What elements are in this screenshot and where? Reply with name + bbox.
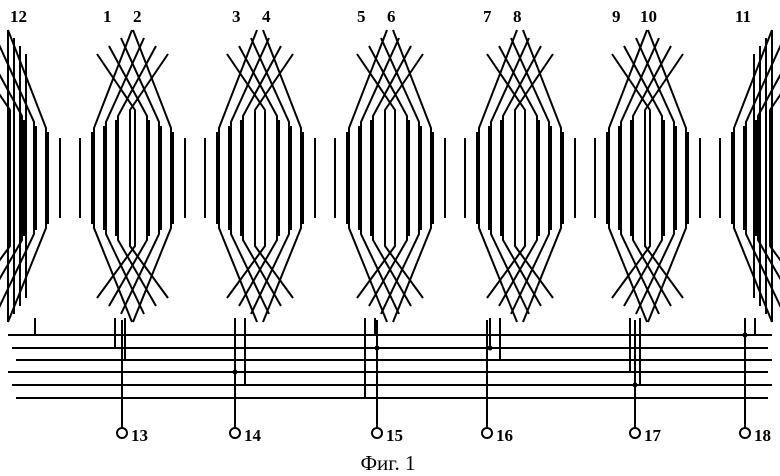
coil-turn: [226, 53, 424, 299]
coil-side: [550, 126, 620, 230]
terminal-ring: [371, 427, 383, 439]
coil-number-label: 10: [640, 7, 657, 26]
coil-side: [59, 138, 81, 218]
terminal-label: 18: [754, 426, 771, 445]
coil-turn: [623, 45, 780, 307]
figure-caption: Фиг. 1: [360, 451, 415, 475]
junction-dot: [487, 345, 493, 351]
coil-side: [687, 132, 733, 224]
coil-turn: [0, 45, 157, 307]
coil-number-label: 11: [735, 7, 751, 26]
coil-group: [226, 29, 424, 323]
coil-turn: [368, 45, 542, 307]
terminal: 13: [116, 320, 148, 445]
coil-number-label: 8: [513, 7, 522, 26]
terminal: 17: [629, 320, 662, 445]
coil-side: [278, 120, 372, 236]
coil-group: [0, 29, 169, 323]
terminal: 15: [371, 320, 403, 445]
terminal: 14: [229, 320, 262, 445]
terminal: 18: [739, 320, 771, 445]
coil-turn: [611, 53, 780, 299]
terminal-ring: [229, 427, 241, 439]
coil-side: [675, 126, 745, 230]
coil-turn: [96, 53, 294, 299]
output-terminals: 13 14 15 16 17 18: [116, 320, 771, 445]
coil-number-label: 2: [133, 7, 142, 26]
coil-turn: [132, 29, 258, 323]
coil-side: [562, 132, 608, 224]
coil-turn: [510, 37, 660, 315]
terminal-label: 17: [644, 426, 662, 445]
coil-side: [148, 120, 242, 236]
terminal-ring: [481, 427, 493, 439]
coil-turn: [108, 45, 282, 307]
coil-side: [420, 126, 490, 230]
coil-number-label: 7: [483, 7, 492, 26]
coil-side: [408, 120, 502, 236]
coil-number-label: 1: [103, 7, 112, 26]
terminal-label: 13: [131, 426, 148, 445]
coil-side: [444, 138, 466, 218]
coil-turn: [120, 37, 270, 315]
coil-side: [538, 120, 632, 236]
terminal-ring: [739, 427, 751, 439]
coil-turn: [0, 53, 169, 299]
terminal-label: 14: [244, 426, 262, 445]
terminal-label: 16: [496, 426, 513, 445]
coil-side: [23, 120, 117, 236]
coil-group: [356, 29, 554, 323]
coil-side: [47, 132, 93, 224]
coil-number-label: 3: [232, 7, 241, 26]
coil-group: [96, 29, 294, 323]
terminal-ring: [629, 427, 641, 439]
terminal-label: 15: [386, 426, 403, 445]
coil-side: [432, 132, 478, 224]
coil-side: [172, 132, 218, 224]
coil-turn: [238, 45, 412, 307]
coil-turn: [392, 29, 518, 323]
coil-turn: [356, 53, 554, 299]
coil-side: [160, 126, 230, 230]
coil-side: [699, 138, 721, 218]
coil-group: [611, 29, 780, 323]
coil-number-label: 12: [10, 7, 27, 26]
coil-number-label: 9: [612, 7, 621, 26]
coil-group: [486, 29, 684, 323]
coil-turn: [498, 45, 672, 307]
coil-turn: [522, 29, 648, 323]
terminal-ring: [116, 427, 128, 439]
coil-turn: [486, 53, 684, 299]
coil-side: [314, 138, 336, 218]
coil-turn: [380, 37, 530, 315]
coil-side: [574, 138, 596, 218]
coil-number-label: 6: [387, 7, 396, 26]
coil-turn: [262, 29, 388, 323]
coil-number-label: 5: [357, 7, 366, 26]
coil-windings: [0, 29, 780, 323]
coil-side: [290, 126, 360, 230]
coil-number-label: 4: [262, 7, 271, 26]
coil-turn: [250, 37, 400, 315]
coil-side: [184, 138, 206, 218]
coil-side: [302, 132, 348, 224]
connection-buses: [8, 318, 772, 399]
coil-side: [35, 126, 105, 230]
coil-side: [663, 120, 757, 236]
end-turns: [7, 30, 773, 322]
terminal: 16: [481, 320, 513, 445]
